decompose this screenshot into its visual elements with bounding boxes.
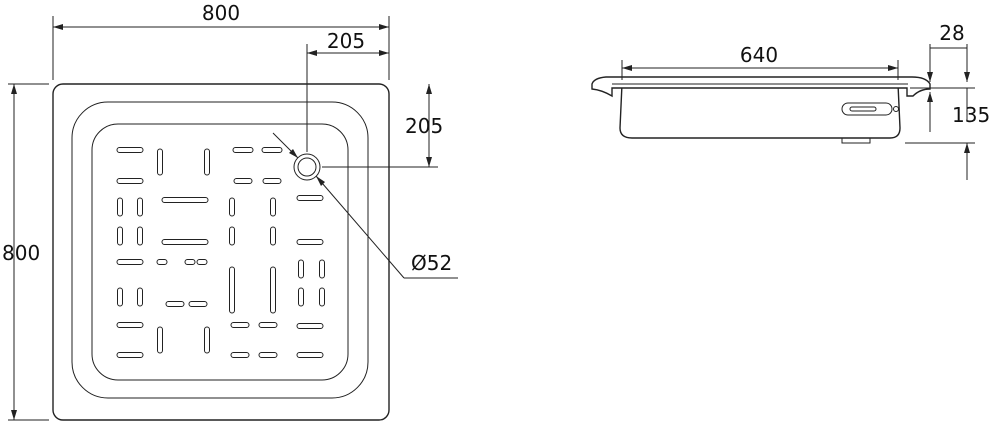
anti-slip-slot bbox=[116, 352, 144, 358]
width-label: 800 bbox=[202, 1, 240, 25]
dimension-width: 800 bbox=[52, 1, 390, 80]
anti-slip-slot bbox=[157, 326, 163, 354]
tray-outer-outline bbox=[52, 83, 390, 421]
drain-offset-x-label: 205 bbox=[327, 29, 365, 53]
dimension-drain-diameter: Ø52 bbox=[272, 132, 458, 279]
anti-slip-slot bbox=[116, 178, 144, 184]
anti-slip-slot bbox=[229, 197, 235, 217]
anti-slip-slot bbox=[261, 147, 283, 153]
dimension-rim: 28 bbox=[927, 21, 970, 82]
anti-slip-slot bbox=[196, 259, 208, 265]
anti-slip-slot bbox=[296, 323, 324, 329]
anti-slip-slot bbox=[296, 195, 324, 201]
tray-profile bbox=[619, 83, 901, 139]
dimension-length: 640 bbox=[621, 43, 899, 80]
anti-slip-slot bbox=[188, 301, 208, 307]
anti-slip-slot bbox=[116, 259, 144, 265]
anti-slip-slot bbox=[137, 197, 143, 217]
anti-slip-slot bbox=[298, 259, 304, 279]
anti-slip-slot bbox=[258, 352, 278, 358]
anti-slip-slot bbox=[117, 287, 123, 307]
tray-foot bbox=[841, 137, 871, 144]
anti-slip-slot bbox=[229, 266, 235, 314]
anti-slip-slot bbox=[230, 352, 250, 358]
anti-slip-slot bbox=[137, 287, 143, 307]
anti-slip-area bbox=[91, 123, 349, 381]
anti-slip-slot bbox=[137, 226, 143, 246]
depth-label: 135 bbox=[952, 103, 990, 127]
anti-slip-slot bbox=[116, 147, 144, 153]
top-view: 800 800 205 205 bbox=[2, 1, 458, 421]
anti-slip-slot bbox=[161, 197, 209, 203]
rim-label: 28 bbox=[939, 21, 964, 45]
anti-slip-slot bbox=[270, 266, 276, 314]
anti-slip-slot bbox=[296, 352, 324, 358]
anti-slip-slot bbox=[298, 287, 304, 307]
anti-slip-slot bbox=[117, 226, 123, 246]
anti-slip-slot bbox=[161, 239, 209, 245]
anti-slip-slot bbox=[258, 322, 278, 328]
drain-offset-y-label: 205 bbox=[405, 114, 443, 138]
dimension-drain-offset-y: 205 bbox=[322, 84, 443, 168]
anti-slip-slot bbox=[319, 259, 325, 279]
length-label: 640 bbox=[740, 43, 778, 67]
anti-slip-slot bbox=[184, 259, 196, 265]
anti-slip-slot bbox=[230, 322, 250, 328]
drain-hole bbox=[293, 153, 321, 181]
dimension-depth: 135 bbox=[905, 87, 990, 180]
anti-slip-slot bbox=[270, 197, 276, 217]
tray-inner-basin bbox=[71, 101, 369, 399]
side-view: 640 28 135 bbox=[591, 21, 990, 180]
anti-slip-slot bbox=[319, 287, 325, 307]
anti-slip-slot bbox=[232, 147, 254, 153]
anti-slip-slot bbox=[262, 178, 282, 184]
anti-slip-slot bbox=[116, 322, 144, 328]
tray-rim bbox=[591, 76, 931, 98]
dimension-height: 800 bbox=[2, 83, 49, 421]
height-label: 800 bbox=[2, 241, 40, 265]
anti-slip-slot bbox=[233, 178, 253, 184]
anti-slip-slot bbox=[296, 239, 324, 245]
anti-slip-slot bbox=[157, 148, 163, 176]
anti-slip-slot bbox=[270, 226, 276, 246]
anti-slip-slot bbox=[204, 326, 210, 354]
anti-slip-slot bbox=[165, 301, 185, 307]
anti-slip-slot bbox=[117, 197, 123, 217]
drain-diameter-label: Ø52 bbox=[411, 251, 452, 275]
anti-slip-slot bbox=[156, 259, 168, 265]
anti-slip-slots bbox=[116, 147, 325, 358]
overflow-detail bbox=[841, 102, 899, 116]
anti-slip-slot bbox=[204, 148, 210, 176]
dimension-drain-offset-x: 205 bbox=[306, 29, 389, 152]
anti-slip-slot bbox=[229, 226, 235, 246]
